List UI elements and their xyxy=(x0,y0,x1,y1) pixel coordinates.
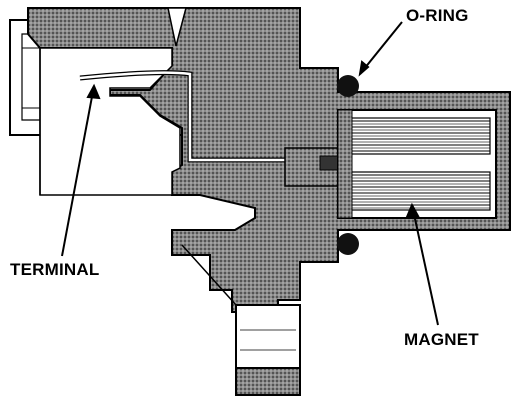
magnet-label: MAGNET xyxy=(404,330,479,349)
o-ring-top xyxy=(337,75,359,97)
o-ring-label: O-RING xyxy=(406,6,469,25)
coil-assembly xyxy=(337,109,497,219)
magnet-leader xyxy=(411,204,439,326)
o-ring-arrowhead xyxy=(358,60,370,77)
leg-edge-line xyxy=(181,244,237,306)
terminal-arrowhead xyxy=(86,83,101,100)
terminal-pin xyxy=(79,70,290,163)
mounting-leg xyxy=(235,304,301,396)
magnet-arrowhead xyxy=(405,202,420,219)
o-ring-bottom xyxy=(337,233,359,255)
terminal-leader xyxy=(61,85,95,257)
terminal-label: TERMINAL xyxy=(10,260,100,279)
leader-lines xyxy=(61,21,439,326)
